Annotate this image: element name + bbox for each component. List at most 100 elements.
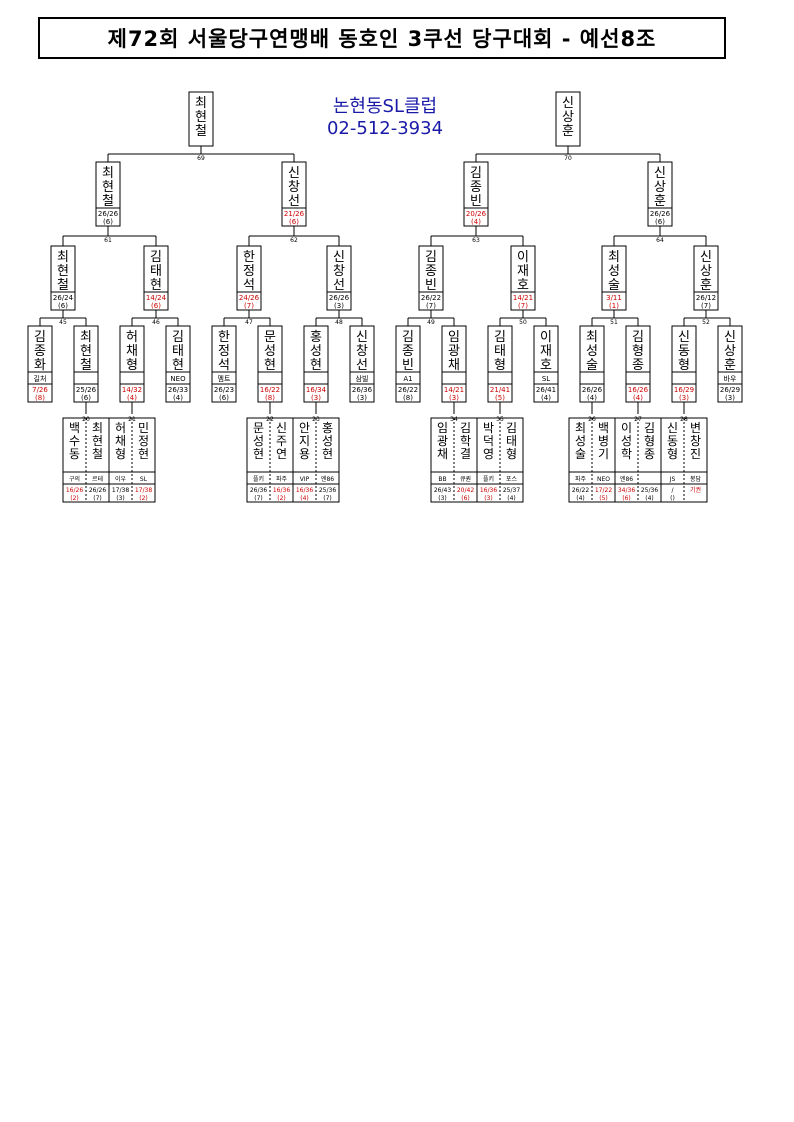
match-number: 48	[335, 319, 343, 326]
player-score-box	[717, 383, 743, 403]
player-name-char: 동	[667, 434, 678, 448]
player-name-char: 철	[57, 278, 69, 293]
player-name-char: 채	[448, 358, 460, 373]
player-name-char: 성	[253, 434, 264, 448]
match-number: 62	[290, 237, 298, 244]
player-name-char: 훈	[562, 124, 574, 139]
player-name-char: 최	[608, 250, 620, 265]
player-rank: (3)	[449, 394, 459, 402]
player-rank: (4)	[541, 394, 551, 402]
player-name-char: 백	[69, 421, 80, 435]
player-name-char: 형	[644, 434, 655, 448]
player-rank: (7)	[701, 302, 711, 310]
match-number: 61	[104, 237, 112, 244]
pre-player-club: VIP	[300, 476, 310, 483]
player-rank: (6)	[58, 302, 68, 310]
player-name-char: 김	[172, 330, 184, 345]
player-rank: (3)	[725, 394, 735, 402]
pre-player-club: 파주	[276, 475, 288, 483]
pre-player-rank: (4)	[645, 495, 654, 502]
club-phone: 02-512-3934	[326, 118, 444, 139]
player-name-char: 덕	[483, 434, 494, 448]
player-name-char: 철	[80, 358, 92, 373]
pre-player-score: 25/36	[319, 487, 336, 494]
player-name-char: 창	[333, 264, 345, 279]
player-name-char: 현	[102, 180, 114, 195]
player-name-char: 성	[322, 434, 333, 448]
match-number: 46	[152, 319, 160, 326]
player-name-char: 지	[299, 434, 310, 448]
player-name-char: 현	[310, 358, 322, 373]
player-name-char: 한	[218, 330, 230, 345]
player-name-char: 성	[608, 264, 620, 279]
player-name-char: 화	[34, 358, 46, 373]
player-name-char: 상	[654, 180, 666, 195]
pre-player-rank: (6)	[622, 495, 631, 502]
pre-player-score: 16/26	[66, 487, 83, 494]
player-club-box	[441, 371, 467, 385]
player-name-char: 채	[126, 344, 138, 359]
player-name-char: 신	[678, 330, 690, 345]
pre-player-score: 16/36	[296, 487, 313, 494]
player-score-box	[165, 383, 191, 403]
player-club: 멤트	[218, 374, 231, 383]
player-name-char: 최	[80, 330, 92, 345]
pre-player-rank: (2)	[277, 495, 286, 502]
player-club-box	[579, 371, 605, 385]
player-name-char: 임	[448, 330, 460, 345]
player-score: 26/26	[329, 294, 350, 302]
player-name-char: 김	[494, 330, 506, 345]
player-name-char: 용	[299, 447, 310, 461]
player-name-char: 최	[575, 421, 586, 435]
player-name-char: 창	[288, 180, 300, 195]
player-club-box	[119, 371, 145, 385]
player-score: 26/22	[398, 386, 418, 394]
pre-player-score: 26/26	[89, 487, 106, 494]
player-name-char: 최	[586, 330, 598, 345]
player-rank: (5)	[495, 394, 505, 402]
player-name-char: 상	[562, 110, 574, 125]
player-name-char: 창	[356, 344, 368, 359]
player-score: 16/34	[306, 386, 327, 394]
pre-player-rank: (5)	[599, 495, 608, 502]
player-name-char: 철	[195, 124, 207, 139]
player-name-char: 호	[540, 358, 552, 373]
player-rank: (4)	[173, 394, 183, 402]
match-number: 70	[564, 155, 572, 162]
pre-player-club: 큐퀀	[460, 475, 471, 483]
player-rank: (1)	[609, 302, 619, 310]
player-score-box	[349, 383, 375, 403]
player-name-char: 상	[724, 344, 736, 359]
player-score: 26/29	[720, 386, 740, 394]
player-rank: (6)	[103, 218, 113, 226]
player-club: 삼빌	[356, 374, 369, 383]
player-name-char: 정	[243, 264, 255, 279]
pre-player-club: NEO	[597, 476, 610, 483]
player-name-char: 상	[700, 264, 712, 279]
player-name-char: 훈	[700, 278, 712, 293]
player-name-char: 임	[437, 421, 448, 435]
player-score: 7/26	[32, 386, 48, 394]
player-club-box	[303, 371, 329, 385]
player-name-char: 동	[69, 447, 80, 461]
player-club: 길처	[34, 374, 47, 383]
player-rank: (8)	[265, 394, 275, 402]
player-name-char: 형	[126, 358, 138, 373]
player-name-char: 이	[621, 421, 632, 435]
pre-player-rank: (3)	[116, 495, 125, 502]
player-name-char: 술	[586, 358, 598, 373]
player-name-char: 형	[115, 447, 126, 461]
player-rank: (7)	[244, 302, 254, 310]
player-score: 26/12	[696, 294, 716, 302]
player-name-char: 선	[356, 358, 368, 373]
player-name-char: 최	[195, 96, 207, 111]
player-name-char: 빈	[425, 278, 437, 293]
player-name-char: 채	[115, 434, 126, 448]
player-name-char: 문	[253, 421, 264, 435]
player-club-box	[671, 371, 697, 385]
player-score: 26/41	[536, 386, 556, 394]
player-name-char: 형	[494, 358, 506, 373]
player-name-char: 선	[288, 194, 300, 209]
player-name-char: 태	[506, 434, 517, 448]
